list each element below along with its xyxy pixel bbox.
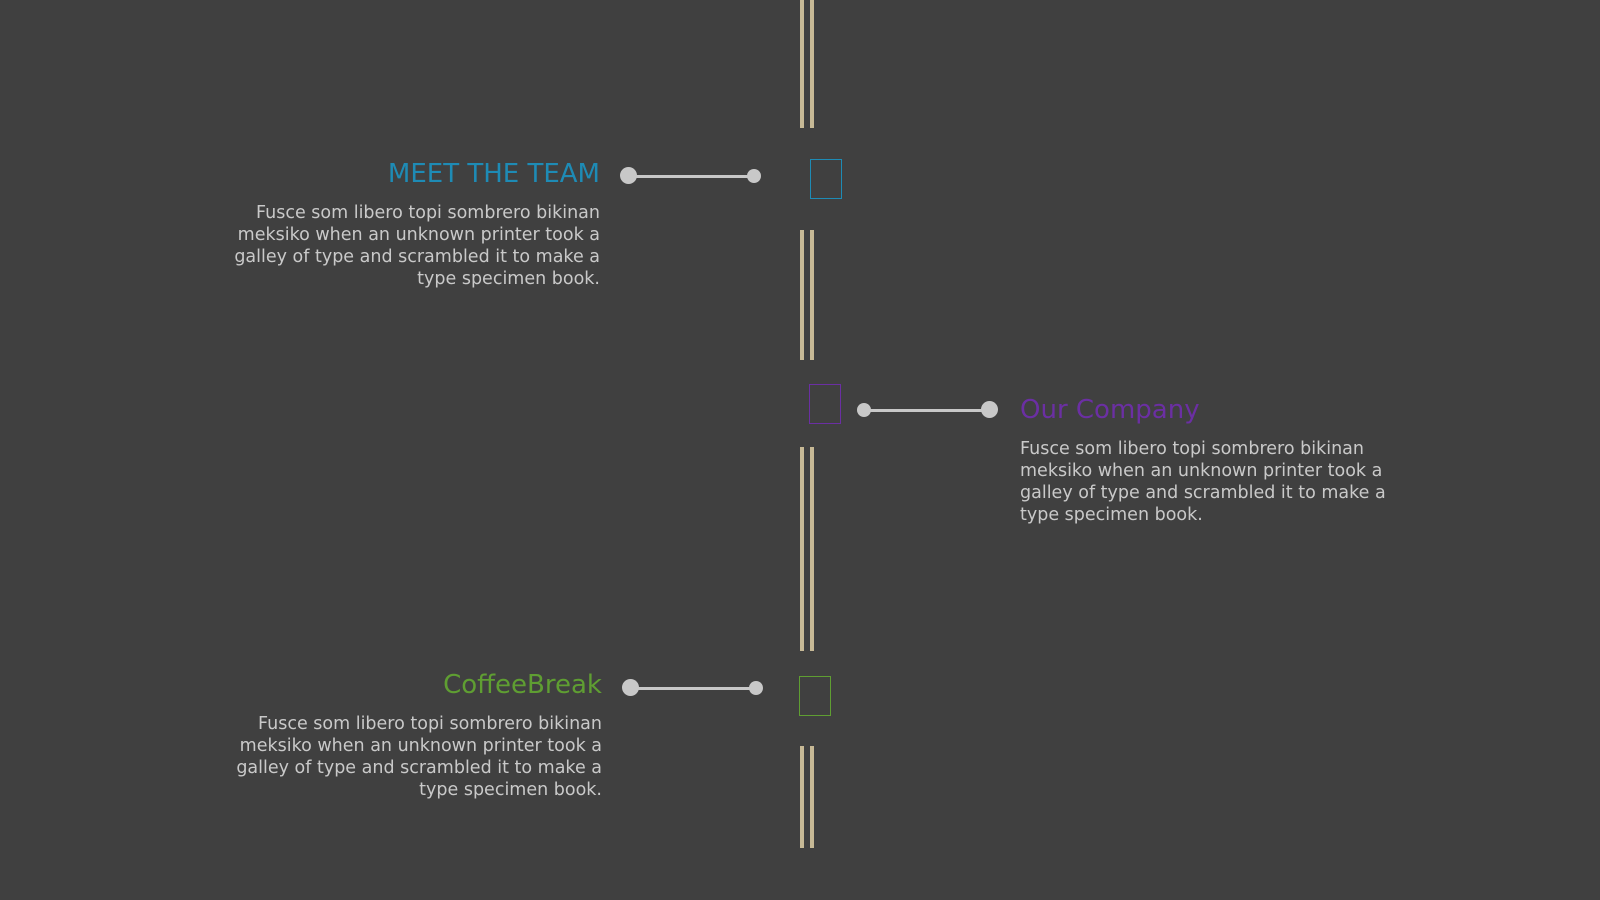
- timeline-rail-segment: [800, 447, 814, 651]
- entry-title: CoffeeBreak: [443, 670, 602, 700]
- connector-line: [628, 175, 752, 178]
- connector-line: [630, 687, 754, 690]
- connector-dot-small: [747, 169, 761, 183]
- connector-dot-small: [749, 681, 763, 695]
- entry-description: Fusce som libero topi sombrero bikinan m…: [1020, 439, 1386, 525]
- timeline-marker-coffeebreak: [799, 676, 831, 716]
- timeline-rail-segment: [800, 746, 814, 848]
- connector-line: [864, 409, 990, 412]
- timeline-rail-segment: [800, 230, 814, 360]
- entry-title: Our Company: [1020, 395, 1200, 425]
- timeline-entry-our-company: Our Company Fusce som libero topi sombre…: [1020, 394, 1420, 526]
- timeline-connector-meet-the-team: [620, 166, 762, 186]
- timeline-connector-our-company: [857, 400, 999, 420]
- entry-description: Fusce som libero topi sombrero bikinan m…: [236, 714, 602, 800]
- timeline-marker-our-company: [809, 384, 841, 424]
- connector-dot-large: [981, 401, 998, 418]
- timeline-entry-meet-the-team: MEET THE TEAM Fusce som libero topi somb…: [200, 158, 600, 290]
- timeline-connector-coffeebreak: [622, 678, 764, 698]
- entry-title: MEET THE TEAM: [387, 159, 600, 189]
- timeline-rail-segment: [800, 0, 814, 128]
- entry-description: Fusce som libero topi sombrero bikinan m…: [234, 203, 600, 289]
- timeline-marker-meet-the-team: [810, 159, 842, 199]
- timeline-entry-coffeebreak: CoffeeBreak Fusce som libero topi sombre…: [202, 669, 602, 801]
